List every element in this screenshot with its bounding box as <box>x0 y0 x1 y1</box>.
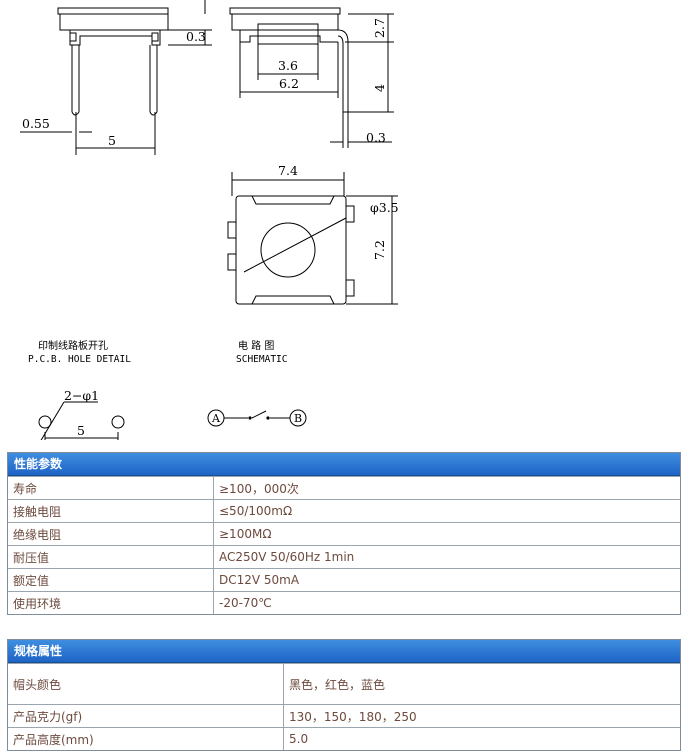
schematic-caption-en: SCHEMATIC <box>236 354 287 365</box>
table-row: 帽头颜色 黑色，红色，蓝色 <box>8 663 680 704</box>
side-view-right <box>229 7 394 148</box>
table-row: 使用环境 -20-70℃ <box>8 591 680 614</box>
row-value: 黑色，红色，蓝色 <box>289 677 386 692</box>
table-row: 绝缘电阻 ≥100MΩ <box>8 522 680 545</box>
table-row: 寿命 ≥100，000次 <box>8 476 680 499</box>
side-view-left <box>20 0 212 155</box>
table-row: 产品高度(mm) 5.0 <box>8 727 680 750</box>
row-value: 130，150，180，250 <box>289 709 417 724</box>
row-value: ≥100MΩ <box>219 527 272 541</box>
row-label: 接触电阻 <box>8 500 214 522</box>
row-value: ≥100，000次 <box>219 481 299 496</box>
row-label: 使用环境 <box>8 592 214 614</box>
dim-top-width: 7.4 <box>278 163 298 178</box>
dim-side-right-pin: 0.3 <box>366 130 386 145</box>
pcb-caption-en: P.C.B. HOLE DETAIL <box>28 354 131 365</box>
row-label: 额定值 <box>8 569 214 591</box>
row-value: ≤50/100mΩ <box>219 504 293 518</box>
dim-side-left-pin: 0.3 <box>186 29 206 44</box>
row-label: 产品高度(mm) <box>8 728 284 750</box>
table-row: 产品克力(gf) 130，150，180，250 <box>8 704 680 727</box>
row-value: -20-70℃ <box>219 596 272 610</box>
performance-table-title: 性能参数 <box>8 453 680 476</box>
pcb-hole-detail <box>38 401 125 440</box>
schematic <box>207 409 307 427</box>
row-value: AC250V 50/60Hz 1min <box>219 550 355 564</box>
row-label: 耐压值 <box>8 546 214 568</box>
dim-cap-diameter: φ3.5 <box>370 200 399 215</box>
dim-pin-width: 0.55 <box>22 116 50 131</box>
spec-table-title: 规格属性 <box>8 640 680 663</box>
row-label: 帽头颜色 <box>8 664 284 704</box>
schematic-caption-cn: 电 路 图 <box>238 339 274 352</box>
row-value: DC12V 50mA <box>219 573 300 587</box>
dim-hole-pitch: 5 <box>77 423 85 438</box>
dim-outer-width: 6.2 <box>279 76 299 91</box>
schematic-node-a: A <box>211 412 221 425</box>
table-row: 额定值 DC12V 50mA <box>8 568 680 591</box>
table-row: 耐压值 AC250V 50/60Hz 1min <box>8 545 680 568</box>
row-label: 寿命 <box>8 477 214 499</box>
dim-pin-pitch: 5 <box>108 133 116 148</box>
dim-top-height: 7.2 <box>372 240 387 260</box>
technical-drawing: 0.3 2.7 4 0.3 3.6 6.2 0.55 5 7.4 7.2 φ3.… <box>20 0 399 440</box>
row-value: 5.0 <box>289 732 309 746</box>
dim-inner-width: 3.6 <box>278 58 298 73</box>
table-row: 接触电阻 ≤50/100mΩ <box>8 499 680 522</box>
top-view <box>227 172 398 305</box>
row-label: 绝缘电阻 <box>8 523 214 545</box>
dim-pin-length: 4 <box>372 84 387 92</box>
performance-table: 性能参数 寿命 ≥100，000次 接触电阻 ≤50/100mΩ 绝缘电阻 ≥1… <box>7 452 681 615</box>
dim-side-height: 2.7 <box>372 18 387 38</box>
pcb-caption-cn: 印制线路板开孔 <box>38 339 108 352</box>
row-label: 产品克力(gf) <box>8 705 284 727</box>
schematic-node-b: B <box>294 412 302 425</box>
spec-table: 规格属性 帽头颜色 黑色，红色，蓝色 产品克力(gf) 130，150，180，… <box>7 639 681 751</box>
dim-hole-spec: 2−φ1 <box>64 388 99 403</box>
